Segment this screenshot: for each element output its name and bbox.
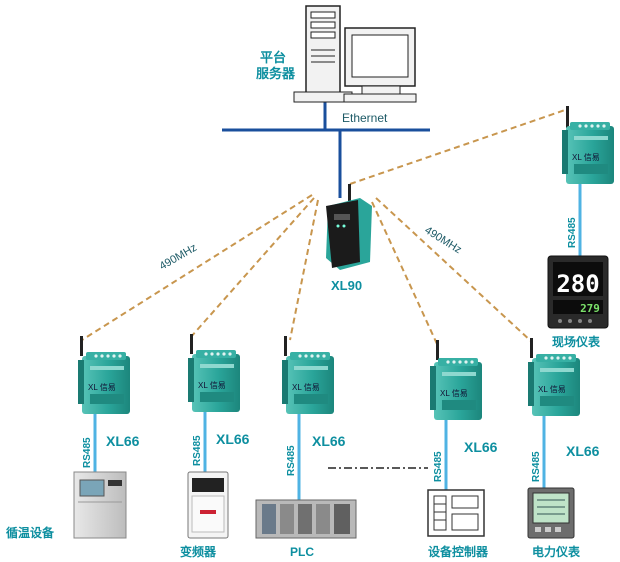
plc-icon bbox=[255, 499, 357, 539]
svg-text:RS485: RS485 bbox=[531, 451, 542, 482]
svg-text:XL 信易: XL 信易 bbox=[198, 380, 226, 390]
xl66-module-2: XL 信易 bbox=[188, 334, 240, 412]
svg-text:RS485: RS485 bbox=[82, 437, 93, 468]
server-icon bbox=[293, 5, 417, 103]
field-instrument-icon bbox=[547, 255, 609, 329]
device-5-label: 电力仪表 bbox=[532, 544, 581, 559]
module-3-label: XL66 bbox=[312, 433, 346, 449]
meter-pv: 280 bbox=[556, 270, 599, 298]
svg-text:RS485: RS485 bbox=[286, 445, 297, 476]
xl66-module-4: XL 信易 bbox=[430, 340, 482, 420]
xl90-gateway-icon bbox=[326, 184, 372, 270]
freq-label-right: 490MHz bbox=[422, 224, 463, 256]
module-5-label: XL66 bbox=[566, 443, 600, 459]
module-4-label: XL66 bbox=[464, 439, 498, 455]
ethernet-label: Ethernet bbox=[342, 111, 388, 125]
svg-text:XL 信易: XL 信易 bbox=[88, 382, 116, 392]
xl66-module-1: XL 信易 bbox=[78, 336, 130, 414]
equipment-controller-icon bbox=[427, 489, 485, 537]
xl66-module-6: XL 信易 bbox=[562, 106, 614, 184]
meter-sv: 279 bbox=[580, 302, 600, 315]
xl66-module-5: XL 信易 bbox=[528, 338, 580, 416]
device-3-label: PLC bbox=[290, 545, 314, 559]
rs485-labels: RS485 RS485 RS485 RS485 RS485 RS485 bbox=[82, 217, 578, 482]
device-2-label: 变频器 bbox=[180, 544, 217, 559]
rs485-links bbox=[93, 184, 582, 500]
freq-label-left: 490MHz bbox=[158, 242, 199, 273]
svg-text:RS485: RS485 bbox=[567, 217, 578, 248]
module-1-label: XL66 bbox=[106, 433, 140, 449]
svg-text:RS485: RS485 bbox=[192, 435, 203, 466]
climate-chamber-icon bbox=[73, 471, 127, 539]
server-label-line1: 平台 bbox=[260, 50, 286, 65]
device-4-label: 设备控制器 bbox=[428, 544, 489, 559]
svg-text:XL 信易: XL 信易 bbox=[538, 384, 566, 394]
server-label-line2: 服务器 bbox=[256, 66, 296, 81]
wireless-links bbox=[81, 109, 566, 345]
svg-text:XL 信易: XL 信易 bbox=[572, 152, 600, 162]
svg-text:RS485: RS485 bbox=[433, 451, 444, 482]
device-1-label: 循温设备 bbox=[6, 525, 55, 540]
inverter-icon bbox=[187, 471, 229, 539]
module-2-label: XL66 bbox=[216, 431, 250, 447]
xl66-module-3: XL 信易 bbox=[282, 336, 334, 414]
svg-text:XL 信易: XL 信易 bbox=[292, 382, 320, 392]
gateway-label: XL90 bbox=[331, 278, 362, 293]
device-6-label: 现场仪表 bbox=[552, 334, 601, 349]
svg-text:XL 信易: XL 信易 bbox=[440, 388, 468, 398]
power-meter-icon bbox=[527, 487, 575, 539]
